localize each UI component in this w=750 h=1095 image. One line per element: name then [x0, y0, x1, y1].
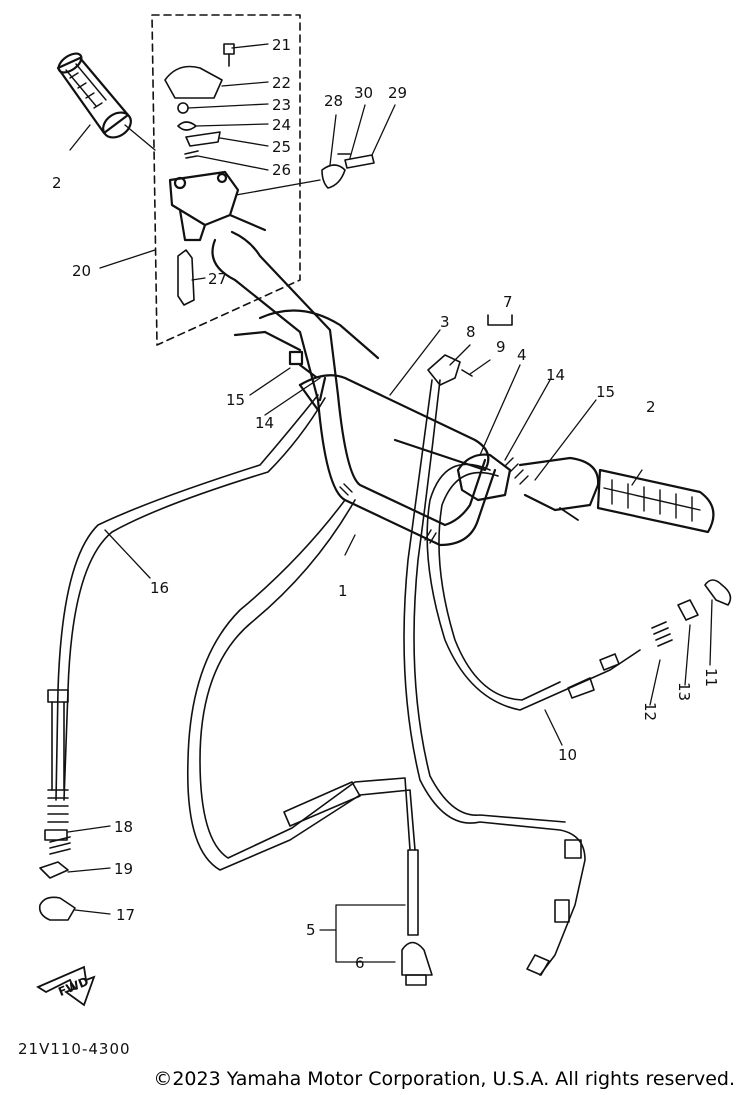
left-grip [56, 52, 132, 139]
cable-16-end [44, 689, 69, 841]
handlebar [211, 230, 497, 547]
callout-21: 21 [272, 36, 291, 54]
switch-housing [168, 170, 267, 242]
callout-2-left: 2 [52, 174, 62, 192]
callout-12: 12 [641, 702, 659, 721]
callout-15-right: 15 [596, 383, 615, 401]
diagram-code: 21V110-4300 [18, 1040, 131, 1058]
callout-25: 25 [272, 138, 291, 156]
leader-lines [67, 43, 713, 963]
right-lever-assembly [456, 453, 600, 521]
callout-17: 17 [116, 906, 135, 924]
cable-8-end [427, 354, 473, 386]
callout-4: 4 [517, 346, 527, 364]
forward-arrow-icon: FWD [36, 965, 96, 1007]
cable-main-loop [186, 499, 416, 871]
callout-19: 19 [114, 860, 133, 878]
throttle-cable-top [233, 309, 380, 379]
callout-27: 27 [208, 270, 227, 288]
fwd-label: FWD [56, 974, 90, 999]
callout-23: 23 [272, 96, 291, 114]
cable-end-5-6 [401, 849, 433, 986]
callout-6: 6 [355, 954, 365, 972]
copyright-notice: ©2023 Yamaha Motor Corporation, U.S.A. A… [153, 1068, 735, 1090]
callout-18: 18 [114, 818, 133, 836]
callout-7: 7 [503, 293, 513, 311]
callout-20: 20 [72, 262, 91, 280]
callout-28: 28 [324, 92, 343, 110]
callout-22: 22 [272, 74, 291, 92]
callout-14-left: 14 [255, 414, 274, 432]
callout-24: 24 [272, 116, 291, 134]
parts-11-13 [651, 579, 732, 647]
callout-14-right: 14 [546, 366, 565, 384]
callout-15-left: 15 [226, 391, 245, 409]
callout-26: 26 [272, 161, 291, 179]
callout-30: 30 [354, 84, 373, 102]
cable-10-end [567, 653, 620, 699]
cable-8-9 [403, 379, 586, 976]
callout-labels: 1 2 2 3 4 5 6 7 8 9 10 11 12 13 14 14 15… [52, 36, 720, 972]
callout-13: 13 [675, 682, 693, 701]
callout-5: 5 [306, 921, 316, 939]
callout-1: 1 [338, 582, 348, 600]
parts-17-19 [38, 836, 76, 921]
callout-10: 10 [558, 746, 577, 764]
callout-2-right: 2 [646, 398, 656, 416]
switch-small-parts [164, 43, 235, 306]
switch-assembly-box [151, 14, 301, 346]
callout-16: 16 [150, 579, 169, 597]
clamp-parts [321, 153, 375, 189]
callout-9: 9 [496, 338, 506, 356]
right-grip [596, 468, 715, 534]
callout-29: 29 [388, 84, 407, 102]
callout-3: 3 [440, 313, 450, 331]
callout-11: 11 [702, 668, 720, 687]
callout-8: 8 [466, 323, 476, 341]
cable-16 [55, 394, 326, 801]
cable-10 [426, 463, 641, 711]
